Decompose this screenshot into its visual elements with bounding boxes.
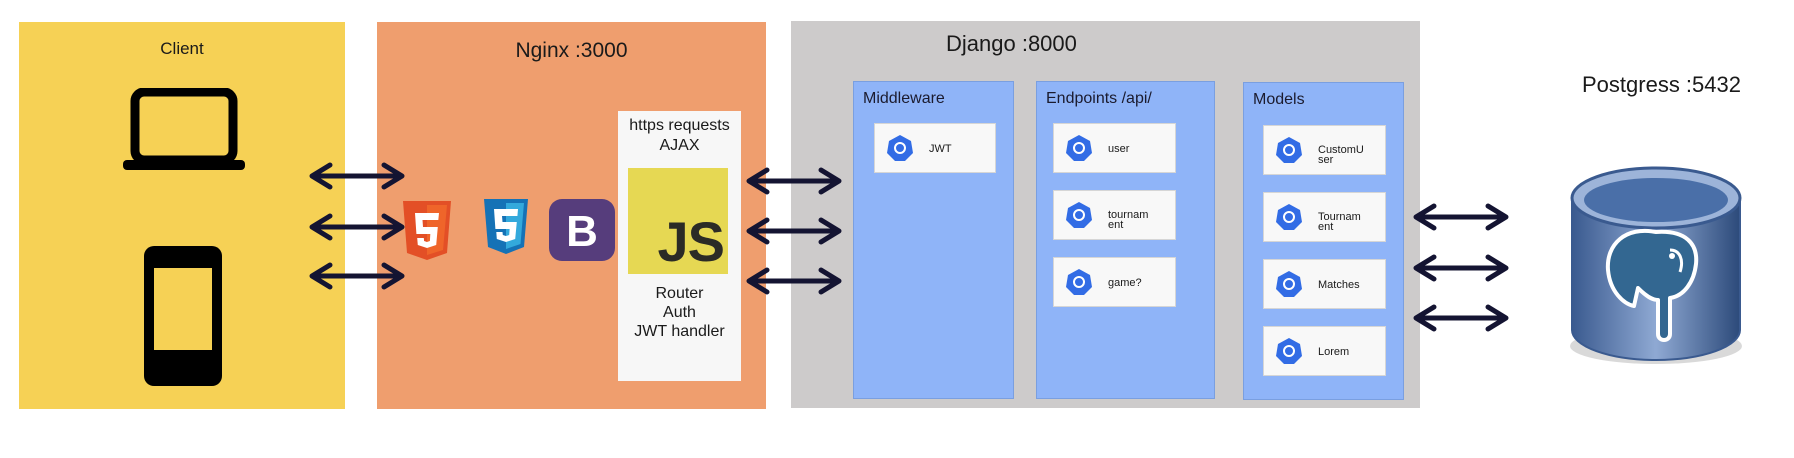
models-title: Models	[1253, 91, 1305, 108]
endpoints-title: Endpoints /api/	[1046, 90, 1152, 107]
client-panel: Client	[19, 22, 345, 409]
css3-logo	[484, 199, 528, 254]
django-postgres-arrow-3	[1416, 307, 1506, 329]
card-label: tournam ent	[1108, 209, 1149, 231]
model-card-customuser: CustomU ser	[1263, 125, 1386, 175]
middleware-card-jwt: JWT	[874, 123, 996, 173]
card-label: JWT	[929, 143, 952, 155]
kubernetes-icon	[1276, 137, 1302, 163]
auth-label: Auth	[663, 304, 696, 321]
jwt-handler-label: JWT handler	[634, 323, 725, 340]
nginx-django-arrow-2	[749, 220, 839, 242]
endpoint-card-tournament: tournam ent	[1053, 190, 1176, 240]
nginx-django-arrow-3	[749, 270, 839, 292]
nginx-django-arrow-1	[749, 170, 839, 192]
bootstrap-logo: B	[549, 199, 615, 261]
client-nginx-arrow-1	[312, 165, 402, 187]
javascript-logo: JS	[628, 168, 728, 274]
laptop-icon	[123, 88, 245, 170]
card-label: Lorem	[1318, 346, 1350, 358]
card-label: Tournam ent	[1318, 211, 1361, 233]
card-label: user	[1108, 143, 1130, 155]
database-cylinder-icon	[1570, 166, 1742, 364]
kubernetes-icon	[1066, 202, 1092, 228]
kubernetes-icon	[1276, 204, 1302, 230]
nginx-title: Nginx :3000	[515, 39, 628, 62]
model-card-tournament: Tournam ent	[1263, 192, 1386, 242]
endpoint-card-user: user	[1053, 123, 1176, 173]
card-label: Matches	[1318, 279, 1360, 291]
https-requests-box: https requests AJAX JS Router Auth JWT h…	[618, 111, 741, 381]
django-title: Django :8000	[946, 31, 1077, 56]
django-postgres-arrow-1	[1416, 206, 1506, 228]
kubernetes-icon	[1066, 135, 1092, 161]
kubernetes-icon	[1276, 338, 1302, 364]
svg-text:B: B	[566, 207, 598, 256]
https-box-subtitle: AJAX	[659, 137, 700, 154]
router-label: Router	[655, 285, 704, 302]
client-title: Client	[160, 39, 204, 58]
middleware-title: Middleware	[863, 90, 945, 107]
kubernetes-icon	[887, 135, 913, 161]
model-card-matches: Matches	[1263, 259, 1386, 309]
card-label: CustomU ser	[1318, 144, 1364, 166]
models-column: Models CustomU ser Tournam ent Matches L…	[1243, 82, 1404, 400]
postgres-title: Postgress :5432	[1582, 72, 1741, 97]
endpoint-card-game: game?	[1053, 257, 1176, 307]
kubernetes-icon	[1276, 271, 1302, 297]
django-panel: Django :8000 Middleware JWT Endpoints /a…	[791, 21, 1420, 408]
model-card-lorem: Lorem	[1263, 326, 1386, 376]
phone-icon	[144, 246, 222, 386]
html5-logo	[403, 201, 451, 260]
django-postgres-arrow-2	[1416, 257, 1506, 279]
https-box-title: https requests	[629, 117, 730, 134]
client-nginx-arrow-3	[312, 265, 402, 287]
middleware-column: Middleware JWT	[853, 81, 1014, 399]
card-label: game?	[1108, 277, 1142, 289]
endpoints-column: Endpoints /api/ user tournam ent game?	[1036, 81, 1215, 399]
kubernetes-icon	[1066, 269, 1092, 295]
javascript-logo-text: JS	[657, 210, 725, 273]
postgres-elephant-icon	[1605, 228, 1699, 342]
client-nginx-arrow-2	[312, 216, 402, 238]
